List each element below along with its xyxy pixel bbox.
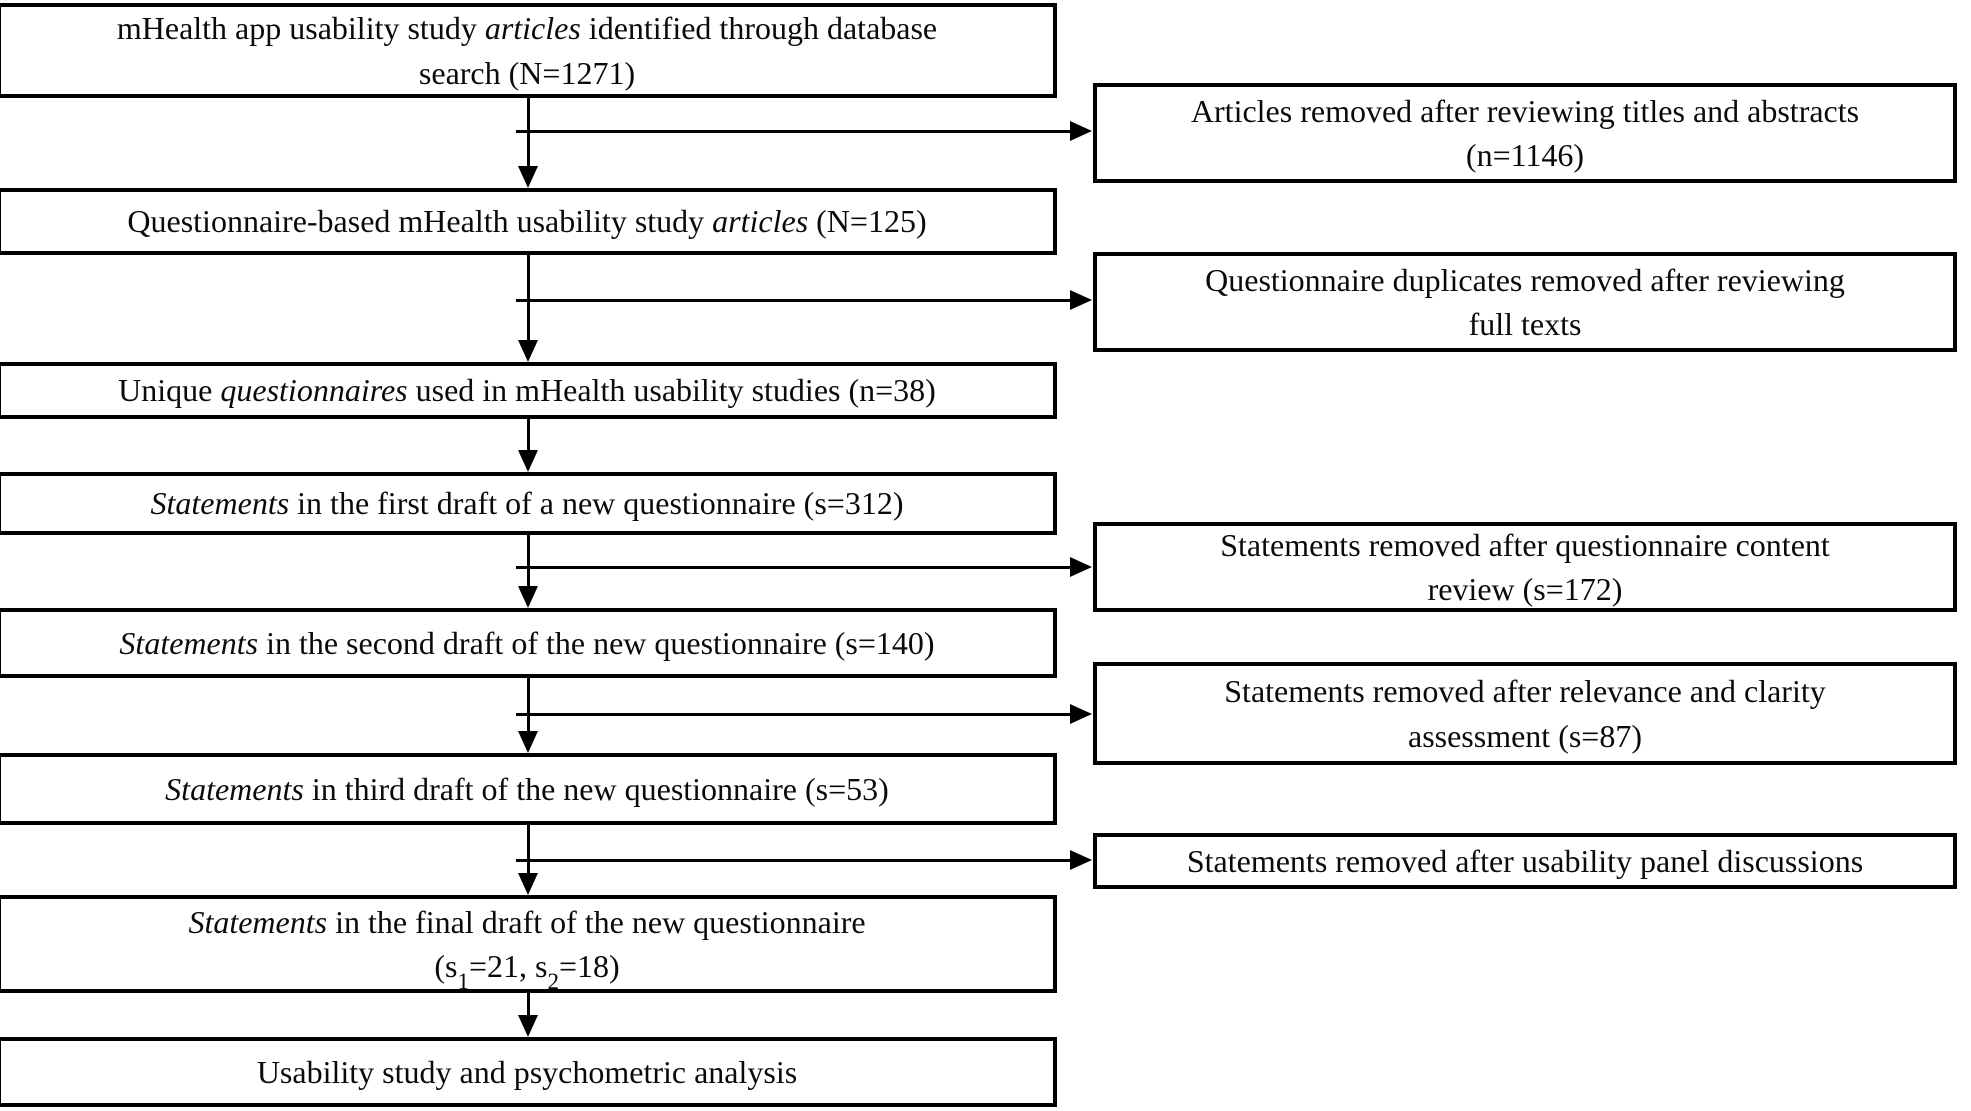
box-text-line: Articles removed after reviewing titles …	[1190, 92, 1860, 129]
box-text-line: search (N=1271)	[418, 54, 636, 91]
flow-box-articles-identified: mHealth app usability study articles ide…	[0, 3, 1057, 98]
arrow-right-line-2	[516, 299, 1070, 302]
text-segment: (s	[434, 948, 458, 984]
box-text-line: Unique questionnaires used in mHealth us…	[118, 368, 936, 412]
arrow-down-head-1	[518, 166, 538, 188]
text-segment-italic: Statements	[188, 903, 328, 940]
text-segment: (N=125)	[808, 203, 927, 240]
arrow-right-line-1	[516, 130, 1070, 133]
arrow-down-line-5	[527, 678, 530, 732]
box-text-line: Statements in third draft of the new que…	[165, 767, 889, 811]
arrow-down-line-7	[527, 993, 530, 1016]
text-segment: in the second draft of the new questionn…	[258, 624, 935, 661]
arrow-down-line-4	[527, 535, 530, 587]
text-segment: used in mHealth usability studies (n=38)	[407, 372, 936, 409]
arrow-down-head-7	[518, 1015, 538, 1037]
arrow-right-line-5	[516, 859, 1070, 862]
flow-box-statements-removed-content: Statements removed after questionnaire c…	[1093, 522, 1957, 612]
box-text-line: Statements removed after questionnaire c…	[1220, 526, 1830, 563]
flow-box-questionnaire-based-articles: Questionnaire-based mHealth usability st…	[0, 188, 1057, 255]
box-text-line: Statements in the first draft of a new q…	[151, 481, 904, 525]
text-segment-italic: Statements	[119, 624, 259, 661]
text-segment-italic: Statements	[165, 770, 304, 807]
box-text-line: Statements in the second draft of the ne…	[119, 621, 934, 665]
arrow-right-line-4	[516, 713, 1070, 716]
arrow-right-head-2	[1070, 290, 1092, 310]
text-segment-italic: questionnaires	[220, 372, 408, 409]
box-text-line: Usability study and psychometric analysi…	[256, 1053, 798, 1090]
text-segment: mHealth app usability study	[116, 10, 485, 47]
flow-box-third-draft: Statements in third draft of the new que…	[0, 753, 1057, 825]
box-text-line: Statements removed after relevance and c…	[1224, 673, 1826, 710]
arrow-right-head-3	[1070, 557, 1092, 577]
box-text-line: review (s=172)	[1427, 571, 1623, 607]
flow-box-articles-removed: Articles removed after reviewing titles …	[1093, 83, 1957, 183]
text-segment: in third draft of the new questionnaire …	[303, 770, 889, 807]
box-text-line: mHealth app usability study articles ide…	[117, 6, 937, 50]
arrow-down-head-6	[518, 873, 538, 895]
text-segment: Questionnaire-based mHealth usability st…	[127, 203, 713, 240]
arrow-down-head-2	[518, 340, 538, 362]
text-segment: in the final draft of the new questionna…	[327, 903, 866, 940]
box-text-line: Statements removed after usability panel…	[1186, 842, 1864, 879]
text-segment: Unique	[118, 372, 221, 409]
arrow-down-line-3	[527, 418, 530, 451]
arrow-down-head-4	[518, 586, 538, 608]
arrow-right-head-5	[1070, 850, 1092, 870]
text-segment: identified through database	[580, 10, 938, 47]
flow-box-statements-removed-relevance: Statements removed after relevance and c…	[1093, 662, 1957, 765]
text-segment-italic: articles	[484, 10, 581, 47]
subscript: 2	[547, 967, 559, 994]
subscript: 1	[457, 967, 469, 994]
flow-box-usability-study: Usability study and psychometric analysi…	[0, 1037, 1057, 1107]
box-text-line: (n=1146)	[1465, 137, 1585, 173]
text-segment-italic: Statements	[150, 485, 290, 522]
arrow-down-head-3	[518, 450, 538, 472]
arrow-down-line-6	[527, 825, 530, 874]
text-segment: in the first draft of a new questionnair…	[289, 485, 904, 522]
box-text-line: full texts	[1468, 306, 1582, 342]
text-segment: =18)	[558, 948, 620, 984]
box-text-line: assessment (s=87)	[1407, 717, 1642, 754]
arrow-down-head-5	[518, 731, 538, 753]
arrow-right-head-1	[1070, 121, 1092, 141]
box-text-line: Statements in the final draft of the new…	[188, 900, 865, 944]
arrow-right-head-4	[1070, 704, 1092, 724]
flow-box-statements-removed-panel: Statements removed after usability panel…	[1093, 833, 1957, 889]
flow-box-second-draft: Statements in the second draft of the ne…	[0, 608, 1057, 678]
text-segment-italic: articles	[712, 203, 809, 240]
arrow-down-line-2	[527, 255, 530, 341]
box-text-line: (s1=21, s2=18)	[434, 944, 620, 992]
box-text-line: Questionnaire duplicates removed after r…	[1205, 261, 1845, 298]
box-text-line: Questionnaire-based mHealth usability st…	[127, 199, 926, 243]
flow-box-first-draft: Statements in the first draft of a new q…	[0, 472, 1057, 535]
text-segment: =21, s	[468, 948, 548, 984]
flow-box-duplicates-removed: Questionnaire duplicates removed after r…	[1093, 252, 1957, 352]
flow-box-final-draft: Statements in the final draft of the new…	[0, 895, 1057, 993]
arrow-right-line-3	[516, 566, 1070, 569]
flow-box-unique-questionnaires: Unique questionnaires used in mHealth us…	[0, 362, 1057, 419]
